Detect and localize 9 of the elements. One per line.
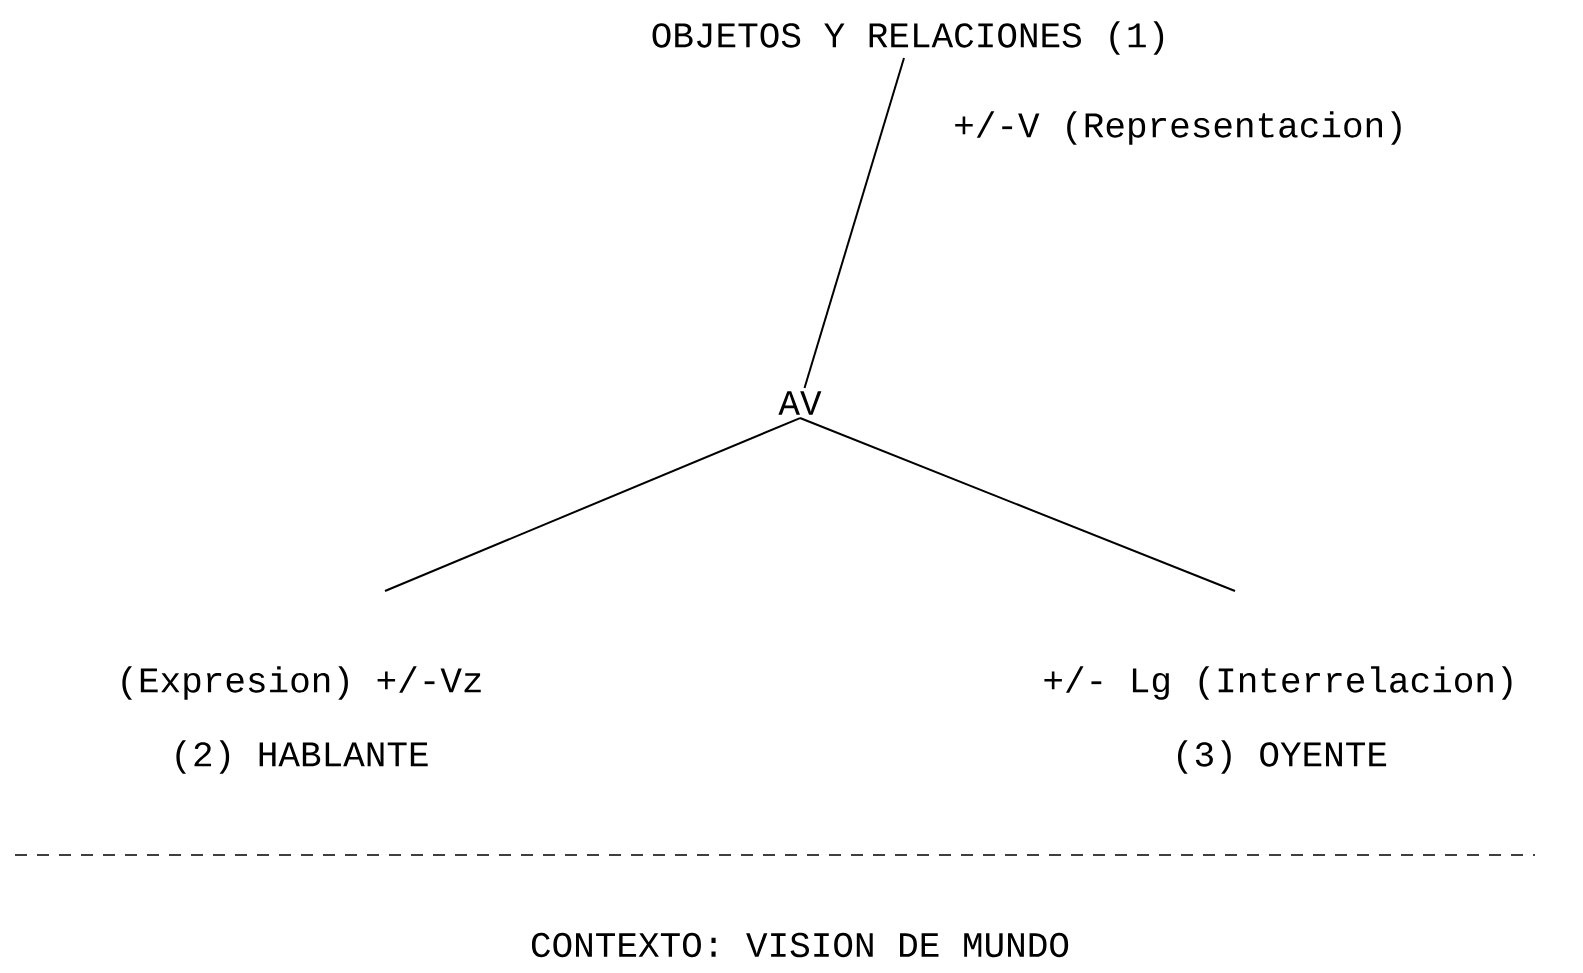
node-text: AV [778,391,822,415]
line [803,56,905,389]
node-text: OBJETOS Y RELACIONES (1) [652,21,1164,55]
line [799,417,1236,592]
node-text: +/- Lg (Interrelacion) (3) OYENTE [1044,666,1512,774]
edge-label: +/-V (Representacion) [955,111,1401,145]
node-text: (Expresion) +/-Vz (2) HABLANTE [122,666,481,774]
context-label: CONTEXTO: VISION DE MUNDO [531,932,1069,958]
line [384,417,801,592]
